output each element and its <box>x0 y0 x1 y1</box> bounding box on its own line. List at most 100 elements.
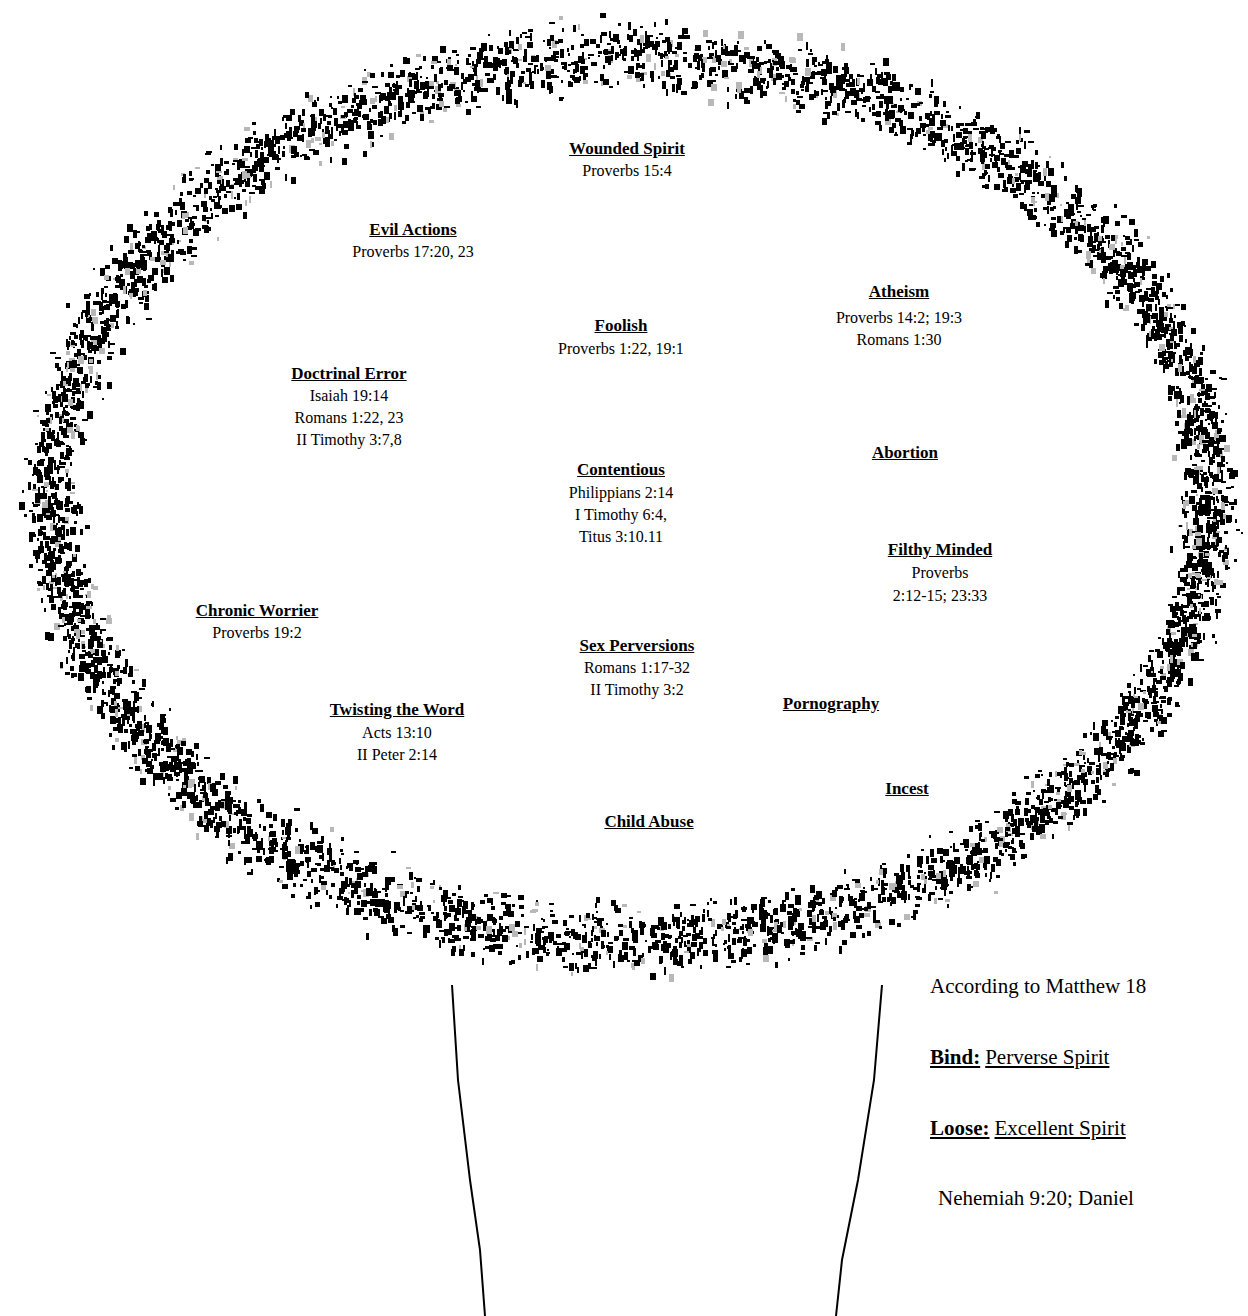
canopy-dot <box>642 953 644 957</box>
canopy-dot <box>436 912 439 918</box>
canopy-dot <box>468 910 472 917</box>
canopy-dot <box>410 892 413 894</box>
canopy-dot <box>556 943 562 945</box>
canopy-dot <box>83 564 86 568</box>
canopy-dot <box>1051 798 1053 801</box>
canopy-dot <box>451 949 455 956</box>
canopy-dot <box>463 936 469 939</box>
canopy-dot <box>302 109 305 116</box>
canopy-dot <box>855 109 857 117</box>
canopy-dot <box>562 957 565 962</box>
canopy-dot <box>172 222 175 226</box>
canopy-dot <box>695 45 701 51</box>
canopy-dot <box>675 54 679 57</box>
canopy-dot <box>476 926 481 930</box>
canopy-dot <box>1069 763 1074 767</box>
canopy-dot <box>661 60 663 67</box>
canopy-dot <box>1093 733 1099 741</box>
canopy-dot <box>926 130 930 134</box>
canopy-dot <box>1187 399 1190 401</box>
canopy-dot <box>1084 226 1086 233</box>
canopy-dot <box>331 141 334 146</box>
canopy-dot <box>607 43 611 45</box>
canopy-dot <box>291 894 295 898</box>
canopy-dot <box>407 88 409 93</box>
canopy-dot <box>1133 674 1135 676</box>
canopy-dot <box>1155 304 1157 311</box>
canopy-dot <box>678 936 681 939</box>
canopy-dot <box>1175 421 1179 426</box>
canopy-dot <box>330 96 332 98</box>
canopy-dot <box>954 143 960 150</box>
canopy-dot <box>256 856 262 862</box>
canopy-dot <box>204 825 209 832</box>
canopy-dot <box>814 90 816 98</box>
canopy-dot <box>420 86 422 90</box>
canopy-dot <box>1215 609 1221 613</box>
canopy-dot <box>725 51 730 56</box>
canopy-dot <box>586 913 590 918</box>
canopy-dot <box>276 141 278 144</box>
canopy-dot <box>906 98 909 100</box>
canopy-dot <box>541 80 545 88</box>
canopy-dot <box>1060 204 1062 206</box>
canopy-dot <box>125 659 128 667</box>
canopy-dot <box>1100 273 1104 278</box>
canopy-dot <box>1154 359 1157 364</box>
canopy-dot <box>107 356 112 360</box>
canopy-dot <box>532 71 534 73</box>
canopy-dot <box>151 759 153 761</box>
canopy-dot <box>726 966 731 968</box>
canopy-dot <box>752 56 755 59</box>
canopy-dot <box>1084 790 1086 792</box>
canopy-dot <box>1074 780 1080 785</box>
canopy-dot <box>1005 849 1007 852</box>
canopy-dot <box>1006 165 1012 170</box>
canopy-dot <box>1115 716 1119 719</box>
canopy-dot <box>782 83 786 85</box>
canopy-dot <box>1120 717 1125 725</box>
canopy-dot <box>1138 242 1143 247</box>
canopy-dot <box>1127 286 1132 288</box>
canopy-dot <box>77 577 80 579</box>
canopy-dot <box>1179 335 1183 342</box>
canopy-dot <box>1195 455 1199 457</box>
canopy-dot <box>84 294 90 299</box>
canopy-dot <box>813 72 817 75</box>
canopy-dot <box>100 268 105 276</box>
canopy-dot <box>41 598 43 603</box>
canopy-dot <box>567 70 570 72</box>
canopy-dot <box>521 914 524 917</box>
canopy-dot <box>170 209 173 217</box>
canopy-dot <box>206 151 212 153</box>
canopy-dot <box>204 757 210 759</box>
canopy-dot <box>261 147 263 150</box>
canopy-dot <box>93 619 96 624</box>
canopy-dot <box>547 949 549 951</box>
canopy-dot <box>549 903 554 905</box>
canopy-dot <box>447 897 451 899</box>
canopy-dot <box>1089 762 1095 765</box>
canopy-dot <box>938 133 942 135</box>
canopy-dot <box>1053 821 1058 824</box>
canopy-dot <box>1115 290 1120 294</box>
canopy-dot <box>506 895 511 897</box>
canopy-dot <box>599 954 601 959</box>
canopy-dot <box>852 879 855 881</box>
canopy-dot <box>791 89 795 94</box>
canopy-dot <box>87 697 92 700</box>
canopy-dot <box>1161 709 1163 714</box>
canopy-dot <box>841 43 845 51</box>
canopy-dot <box>64 504 69 507</box>
canopy-dot <box>33 484 36 489</box>
canopy-dot <box>102 398 104 400</box>
canopy-dot <box>937 848 943 854</box>
canopy-dot <box>59 466 65 468</box>
canopy-dot <box>342 95 348 103</box>
canopy-dot <box>579 76 581 81</box>
canopy-dot <box>1093 722 1095 730</box>
canopy-dot <box>923 134 926 136</box>
canopy-dot <box>672 51 677 54</box>
canopy-dot <box>264 157 269 163</box>
canopy-dot <box>223 785 228 789</box>
